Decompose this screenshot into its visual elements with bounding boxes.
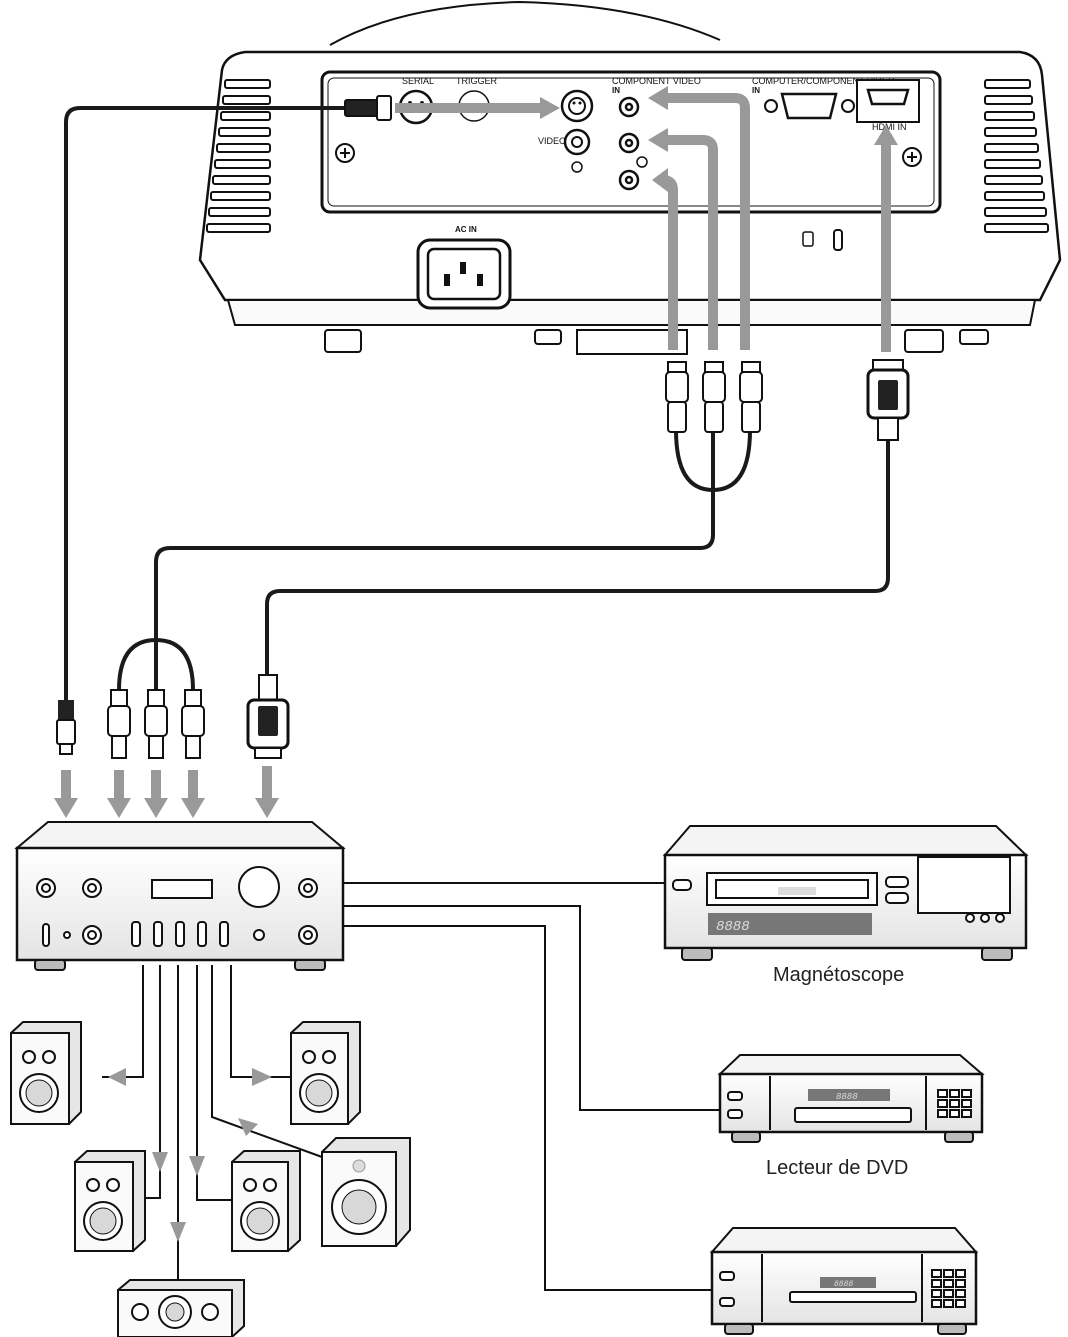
hdmi-in-label: HDMI IN: [872, 122, 907, 132]
video-port-label: VIDEO: [538, 136, 566, 146]
projector: SERIAL TRIGGER COMPONENT VIDEO IN COMPUT…: [198, 0, 1062, 355]
component-video-ports: [618, 96, 648, 191]
av-amplifier: [14, 821, 346, 971]
speaker-front-left: [10, 1021, 82, 1125]
hdmi-port: [856, 79, 920, 123]
cables: [64, 106, 890, 702]
component-cable-loop: [674, 428, 752, 492]
hdmi-plug-projector-side: [866, 359, 910, 441]
hdmi-plug-amp-side: [246, 674, 290, 759]
ac-in-label: AC IN: [455, 225, 477, 234]
arrow-component-1: [665, 93, 750, 350]
speaker-rear-right: [231, 1150, 301, 1252]
computer-vga-port: [764, 92, 855, 120]
screw-icon: [335, 143, 355, 163]
kensington-lock-icon: [802, 229, 843, 251]
dvd-player-caption: Lecteur de DVD: [766, 1157, 909, 1179]
component-in-label: IN: [612, 86, 620, 95]
speaker-wires: [102, 965, 323, 1280]
speaker-center: [117, 1279, 245, 1337]
device-lines: [343, 882, 720, 1291]
dvd-player-device: 8888: [717, 1054, 985, 1143]
component-cable-loop-bottom: [117, 638, 195, 692]
s-video-plug-amp-side: [56, 700, 76, 755]
screw-icon: [902, 147, 922, 167]
s-video-plug: [344, 95, 392, 121]
component-video-label: COMPONENT VIDEO: [612, 76, 701, 86]
computer-in-label: IN: [752, 86, 760, 95]
ac-power-inlet: [416, 238, 512, 310]
speaker-front-right: [290, 1021, 361, 1125]
component-cable-center: [154, 428, 715, 692]
vcr-display-digits: 8888: [716, 919, 750, 935]
vcr-caption: Magnétoscope: [773, 964, 905, 986]
dvd-display-digits: 8888: [836, 1092, 858, 1102]
video-port: [563, 128, 591, 173]
rca-plugs-amp-side: [107, 689, 205, 759]
left-vent-grille: [206, 79, 271, 233]
computer-component-video-label: COMPUTER/COMPONENT VIDEO: [752, 76, 895, 86]
arrow-component-2: [665, 135, 718, 350]
subwoofer: [321, 1137, 411, 1247]
hdmi-cable: [265, 438, 890, 677]
trigger-port-label: TRIGGER: [456, 76, 498, 86]
vcr-device: 8888: [662, 825, 1029, 961]
speaker-arrows: [108, 1068, 272, 1242]
rca-plugs-projector-side: [665, 361, 763, 433]
disc-player-display-digits: 8888: [834, 1280, 853, 1289]
signal-arrows: [61, 93, 891, 798]
serial-port-label: SERIAL: [402, 76, 434, 86]
projector-feet: [324, 329, 989, 355]
s-video-cable: [64, 106, 347, 702]
disc-player-device: 8888: [709, 1227, 979, 1335]
speaker-rear-left: [74, 1150, 146, 1252]
arrowheads: [54, 86, 898, 818]
right-vent-grille: [984, 79, 1049, 233]
s-video-port: [560, 89, 594, 123]
